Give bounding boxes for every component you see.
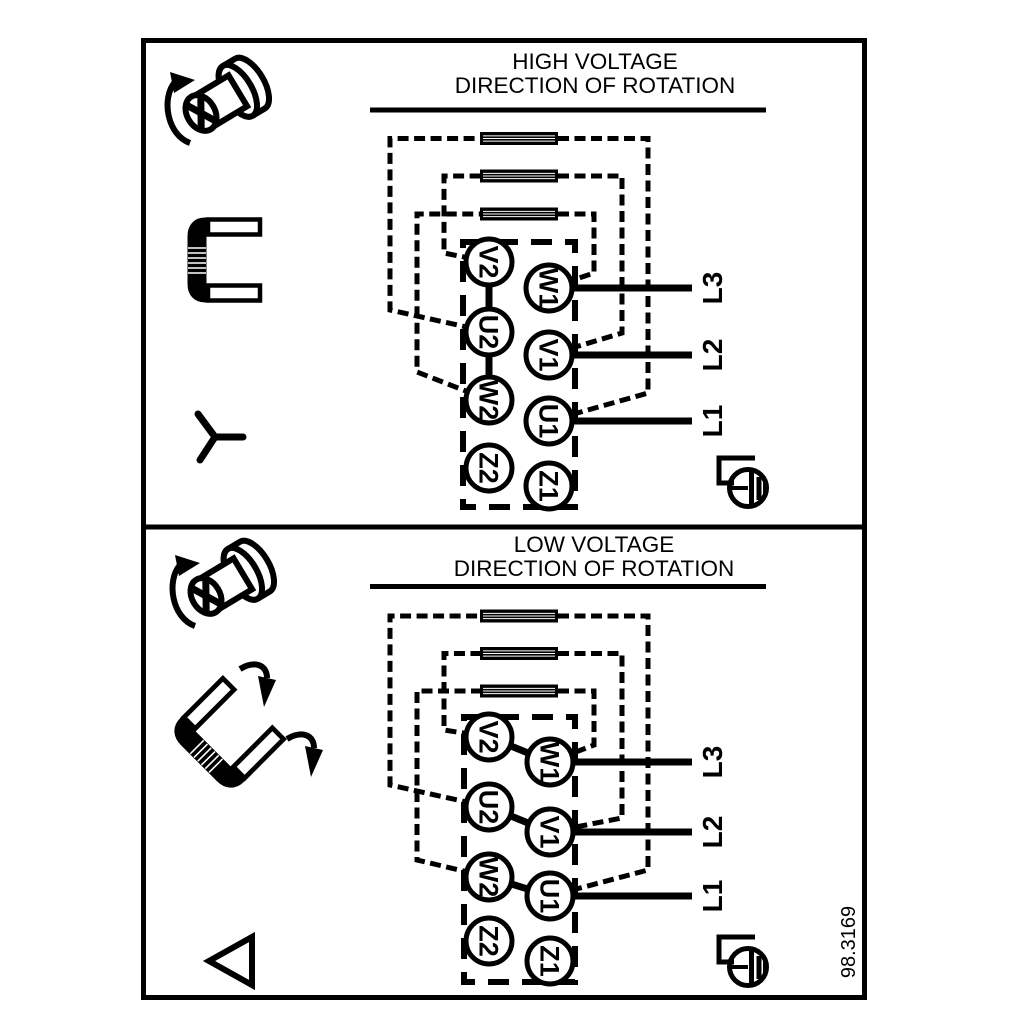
terminal-label: Z1	[534, 470, 564, 502]
panel-title: HIGH VOLTAGE	[512, 49, 677, 74]
jumper-link-icon	[187, 217, 263, 303]
terminal-label: V2	[474, 720, 504, 753]
supply-line-label: L1	[697, 405, 728, 438]
rotation-arrow-icon	[164, 72, 195, 146]
supply-line-label: L2	[697, 816, 728, 849]
terminal-label: Z1	[535, 945, 565, 977]
terminal-w1	[523, 262, 575, 314]
ground-terminal-icon	[716, 934, 769, 988]
rotate-arrow-icon	[285, 731, 323, 777]
terminal-box	[460, 239, 578, 510]
terminal-v2	[463, 236, 515, 288]
rotate-arrow-icon	[238, 661, 276, 707]
winding-wire	[414, 211, 490, 403]
terminal-label: U2	[474, 790, 504, 825]
terminal-u2	[463, 306, 515, 358]
winding-wire	[549, 688, 597, 765]
winding-wire	[414, 688, 490, 880]
winding-wire	[387, 613, 490, 810]
terminal-label: Z2	[474, 925, 504, 957]
figure-border	[141, 38, 867, 1000]
terminal-label: W1	[534, 268, 564, 309]
terminal-label: V1	[535, 815, 565, 848]
terminal-v1	[523, 329, 575, 381]
terminal-w2	[463, 851, 515, 903]
supply-line-label: L3	[697, 272, 728, 305]
terminal-u2	[463, 781, 515, 833]
terminal-label: W2	[474, 380, 504, 421]
terminal-label: U1	[535, 879, 565, 914]
terminal-z1	[523, 460, 575, 512]
winding-wire	[548, 173, 625, 358]
panel-subtitle: DIRECTION OF ROTATION	[454, 556, 734, 581]
terminal-w2	[463, 374, 515, 426]
terminal-label: W2	[474, 857, 504, 898]
terminal-u1	[523, 395, 575, 447]
terminal-label: U2	[474, 315, 504, 350]
terminal-label: U1	[534, 404, 564, 439]
terminal-z2	[463, 915, 515, 967]
delta-icon	[202, 931, 255, 991]
screw-rotation-icon	[182, 54, 272, 134]
terminal-box	[461, 714, 578, 985]
supply-line-label: L2	[697, 339, 728, 372]
supply-line-label: L1	[697, 880, 728, 913]
figure-number: 98.3169	[838, 906, 860, 978]
ground-terminal-icon	[716, 455, 769, 509]
terminal-v2	[463, 711, 515, 763]
winding-wire	[549, 613, 651, 899]
terminal-v1	[524, 806, 576, 858]
winding-wire	[387, 136, 490, 335]
terminal-label: W1	[535, 742, 565, 783]
winding-wire	[548, 136, 651, 424]
terminal-z1	[524, 935, 576, 987]
jumper-link-icon	[174, 675, 287, 788]
terminal-w1	[524, 736, 576, 788]
terminal-label: V1	[534, 338, 564, 371]
supply-line-label: L3	[697, 746, 728, 779]
star-icon	[194, 410, 247, 464]
panel-title: LOW VOLTAGE	[514, 532, 674, 557]
terminal-label: V2	[474, 245, 504, 278]
screw-rotation-icon	[187, 537, 277, 617]
terminal-u1	[524, 870, 576, 922]
rotation-arrow-icon	[169, 555, 200, 629]
winding-wire	[549, 651, 625, 835]
terminal-z2	[463, 442, 515, 494]
terminal-label: Z2	[474, 452, 504, 484]
panel-subtitle: DIRECTION OF ROTATION	[455, 73, 735, 98]
